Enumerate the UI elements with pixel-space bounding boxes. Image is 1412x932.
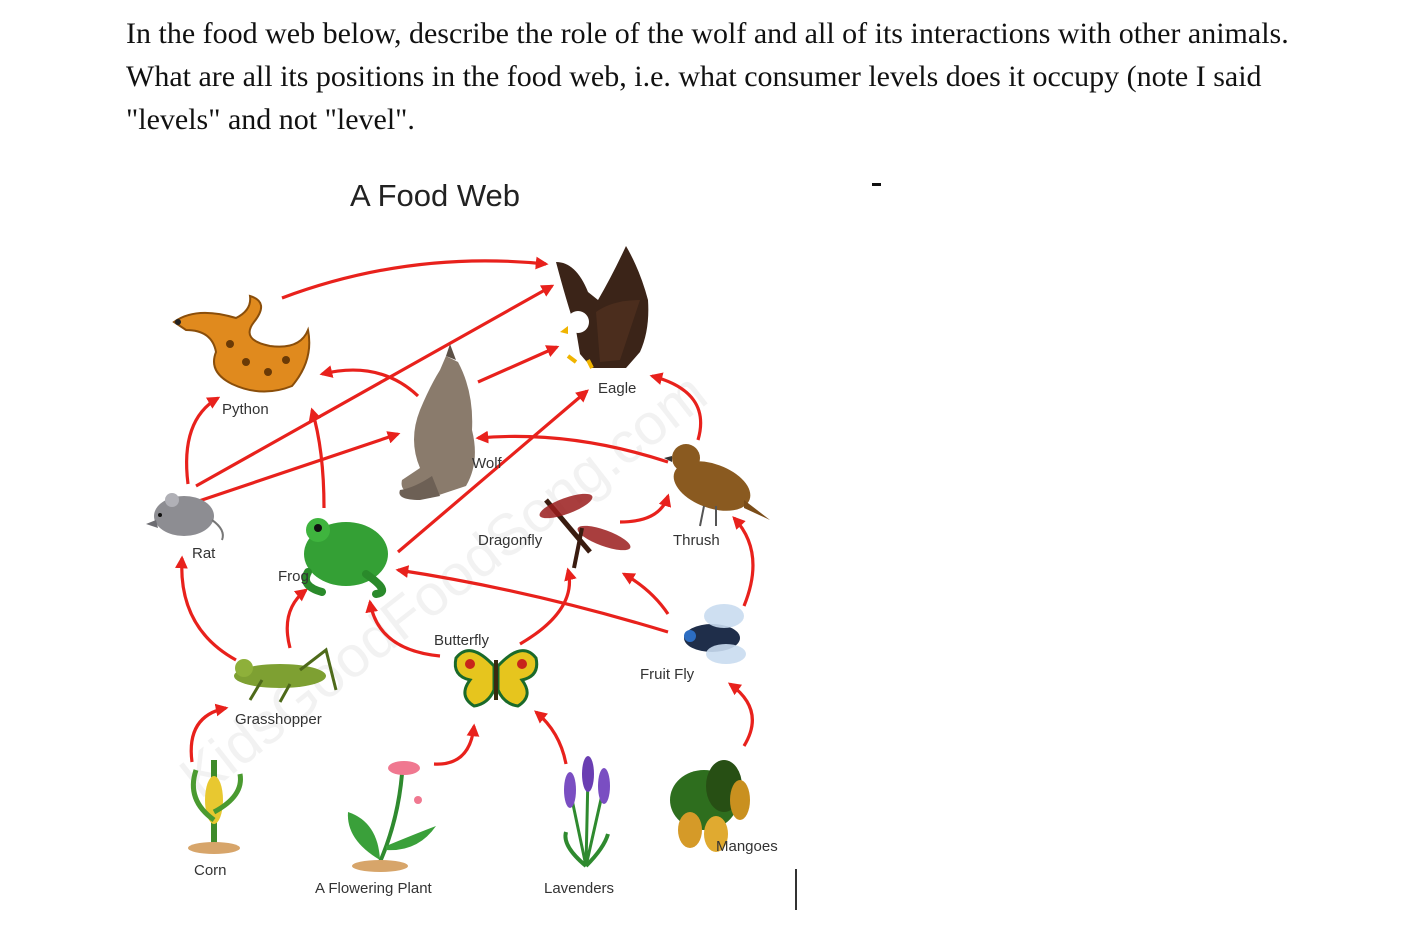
label-mangoes: Mangoes [716,838,778,855]
thrush-illustration [664,444,770,527]
food-web-arrows [175,256,755,766]
flowering-plant-illustration [347,761,436,872]
label-butterfly: Butterfly [434,632,490,649]
label-eagle: Eagle [598,380,636,397]
question-line-1: In the food web below, describe the role… [126,17,1289,50]
eagle-illustration [556,246,649,369]
label-python: Python [222,401,269,418]
label-frog: Frog [278,568,309,585]
label-flowering-plant: A Flowering Plant [315,880,433,897]
question-line-2: What are all its positions in the food w… [126,60,1262,93]
butterfly-illustration [453,649,539,708]
label-dragonfly: Dragonfly [478,532,543,549]
fruit-fly-illustration [684,604,746,664]
grasshopper-illustration [234,647,338,703]
question-text: In the food web below, describe the role… [126,12,1396,141]
dragonfly-illustration [539,493,631,569]
label-fruit-fly: Fruit Fly [640,666,695,683]
organism-labels: Eagle Python Wolf Rat Frog Dragonfly Thr… [192,380,778,897]
label-grasshopper: Grasshopper [235,711,322,728]
text-cursor [795,869,797,910]
label-wolf: Wolf [472,455,503,472]
corn-illustration [188,760,243,854]
frog-illustration [301,518,388,598]
dash-mark [872,183,881,186]
rat-illustration [146,493,224,541]
food-web-title: A Food Web [350,178,521,213]
label-thrush: Thrush [673,532,720,549]
wolf-illustration [399,344,475,500]
label-rat: Rat [192,545,216,562]
mangoes-illustration [670,760,750,852]
label-lavenders: Lavenders [544,880,614,897]
lavenders-illustration [563,756,610,868]
label-corn: Corn [194,862,227,879]
python-illustration [172,294,311,393]
question-line-3: "levels" and not "level". [126,103,415,136]
